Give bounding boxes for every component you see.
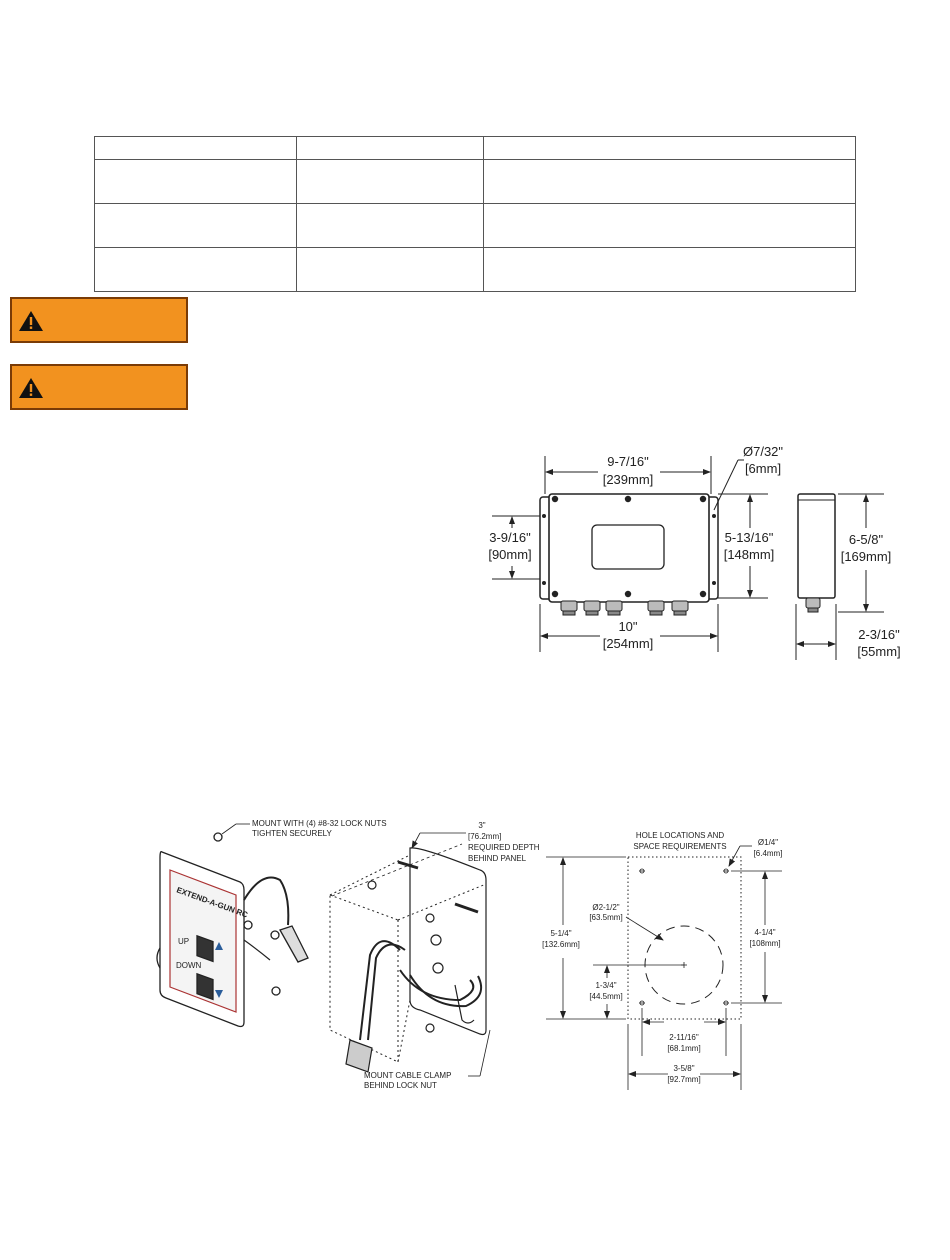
- dim-hole-dia-mm: [6mm]: [745, 461, 781, 476]
- table-cell: [94, 203, 297, 248]
- enclosure-side-view: [797, 493, 836, 613]
- dim-top-width-mm: [239mm]: [603, 472, 654, 487]
- dim-left-height-in: 3-9/16": [489, 530, 531, 545]
- dim-side-depth-mm: [55mm]: [857, 644, 900, 659]
- warning-triangle-icon: [19, 311, 43, 331]
- clamp-note-2: BEHIND LOCK NUT: [364, 1081, 437, 1090]
- center-height-mm: [44.5mm]: [589, 992, 622, 1001]
- table-cell: [296, 159, 484, 204]
- width-in: 3-5/8": [673, 1064, 694, 1073]
- table-cell: [483, 159, 856, 204]
- depth-mm: [76.2mm]: [468, 832, 501, 841]
- table-cell: [296, 203, 484, 248]
- enclosure-window: [591, 524, 665, 570]
- panel-annotation-labels: MOUNT WITH (4) #8-32 LOCK NUTS TIGHTEN S…: [252, 819, 540, 1090]
- enclosure-dimension-labels: 9-7/16" [239mm] Ø7/32" [6mm] 3-9/16" [90…: [488, 444, 900, 659]
- hole-dia-in: Ø1/4": [758, 838, 778, 847]
- control-panel-front: [156, 832, 309, 1028]
- dim-left-height-mm: [90mm]: [488, 547, 531, 562]
- bore-dia-mm: [63.5mm]: [589, 913, 622, 922]
- table-header-row: [94, 136, 856, 160]
- depth-note-1: REQUIRED DEPTH: [468, 843, 540, 852]
- clamp-note-1: MOUNT CABLE CLAMP: [364, 1071, 451, 1080]
- hole-spacing-h-in: 2-11/16": [669, 1033, 699, 1042]
- height-mm: [132.6mm]: [542, 940, 580, 949]
- hole-title-1: HOLE LOCATIONS AND: [636, 831, 725, 840]
- spec-table: [94, 136, 856, 292]
- hole-spacing-v-mm: [108mm]: [749, 939, 780, 948]
- warning-banner: [10, 364, 188, 410]
- panel-up-label: UP: [178, 937, 189, 946]
- panel-down-label: DOWN: [176, 961, 202, 970]
- table-header-cell: [483, 136, 856, 160]
- table-cell: [94, 159, 297, 204]
- height-in: 5-1/4": [550, 929, 571, 938]
- enclosure-body: [548, 493, 710, 603]
- mounting-holes: [639, 868, 729, 1006]
- dim-side-height-in: 6-5/8": [849, 532, 884, 547]
- cable-glands: [560, 600, 689, 616]
- depth-note-2: BEHIND PANEL: [468, 854, 527, 863]
- dim-right-height-mm: [148mm]: [724, 547, 775, 562]
- lock-nuts-note-1: MOUNT WITH (4) #8-32 LOCK NUTS: [252, 819, 387, 828]
- table-row: [94, 203, 856, 248]
- lock-nuts-note-2: TIGHTEN SECURELY: [252, 829, 333, 838]
- warning-triangle-icon: [19, 378, 43, 398]
- warning-banner: [10, 297, 188, 343]
- table-cell: [483, 247, 856, 292]
- hole-spacing-h-mm: [68.1mm]: [667, 1044, 700, 1053]
- enclosure-dimension-lines: [492, 456, 884, 660]
- enclosure-flange: [539, 496, 719, 600]
- table-cell: [483, 203, 856, 248]
- table-cell: [94, 247, 297, 292]
- hole-layout-drawing: [627, 856, 742, 1020]
- hole-dia-mm: [6.4mm]: [754, 849, 783, 858]
- table-row: [94, 159, 856, 204]
- dim-bottom-width-in: 10": [618, 619, 637, 634]
- bore-dia-in: Ø2-1/2": [592, 903, 619, 912]
- panel-labels: EXTEND-A-GUN RC UP DOWN: [175, 885, 249, 970]
- panel-brand: EXTEND-A-GUN RC: [175, 885, 249, 919]
- table-header-cell: [94, 136, 297, 160]
- control-panel-back: [329, 847, 487, 1073]
- dim-right-height-in: 5-13/16": [725, 530, 774, 545]
- width-mm: [92.7mm]: [667, 1075, 700, 1084]
- dim-side-depth-in: 2-3/16": [858, 627, 900, 642]
- dim-bottom-width-mm: [254mm]: [603, 636, 654, 651]
- enclosure-front-view: [539, 493, 719, 616]
- hole-spacing-v-in: 4-1/4": [754, 928, 775, 937]
- enclosure-screws: [542, 495, 716, 598]
- table-header-cell: [296, 136, 484, 160]
- table-cell: [296, 247, 484, 292]
- hole-dimension-labels: HOLE LOCATIONS AND SPACE REQUIREMENTS Ø1…: [542, 831, 782, 1084]
- dim-hole-dia-in: Ø7/32": [743, 444, 783, 459]
- depth-in: 3": [478, 821, 485, 830]
- hole-dimension-lines: [546, 845, 782, 1090]
- panel-annotation-lines: [221, 823, 491, 1077]
- table-row: [94, 247, 856, 292]
- center-height-in: 1-3/4": [595, 981, 616, 990]
- dim-side-height-mm: [169mm]: [841, 549, 892, 564]
- dim-top-width-in: 9-7/16": [607, 454, 649, 469]
- hole-title-2: SPACE REQUIREMENTS: [633, 842, 726, 851]
